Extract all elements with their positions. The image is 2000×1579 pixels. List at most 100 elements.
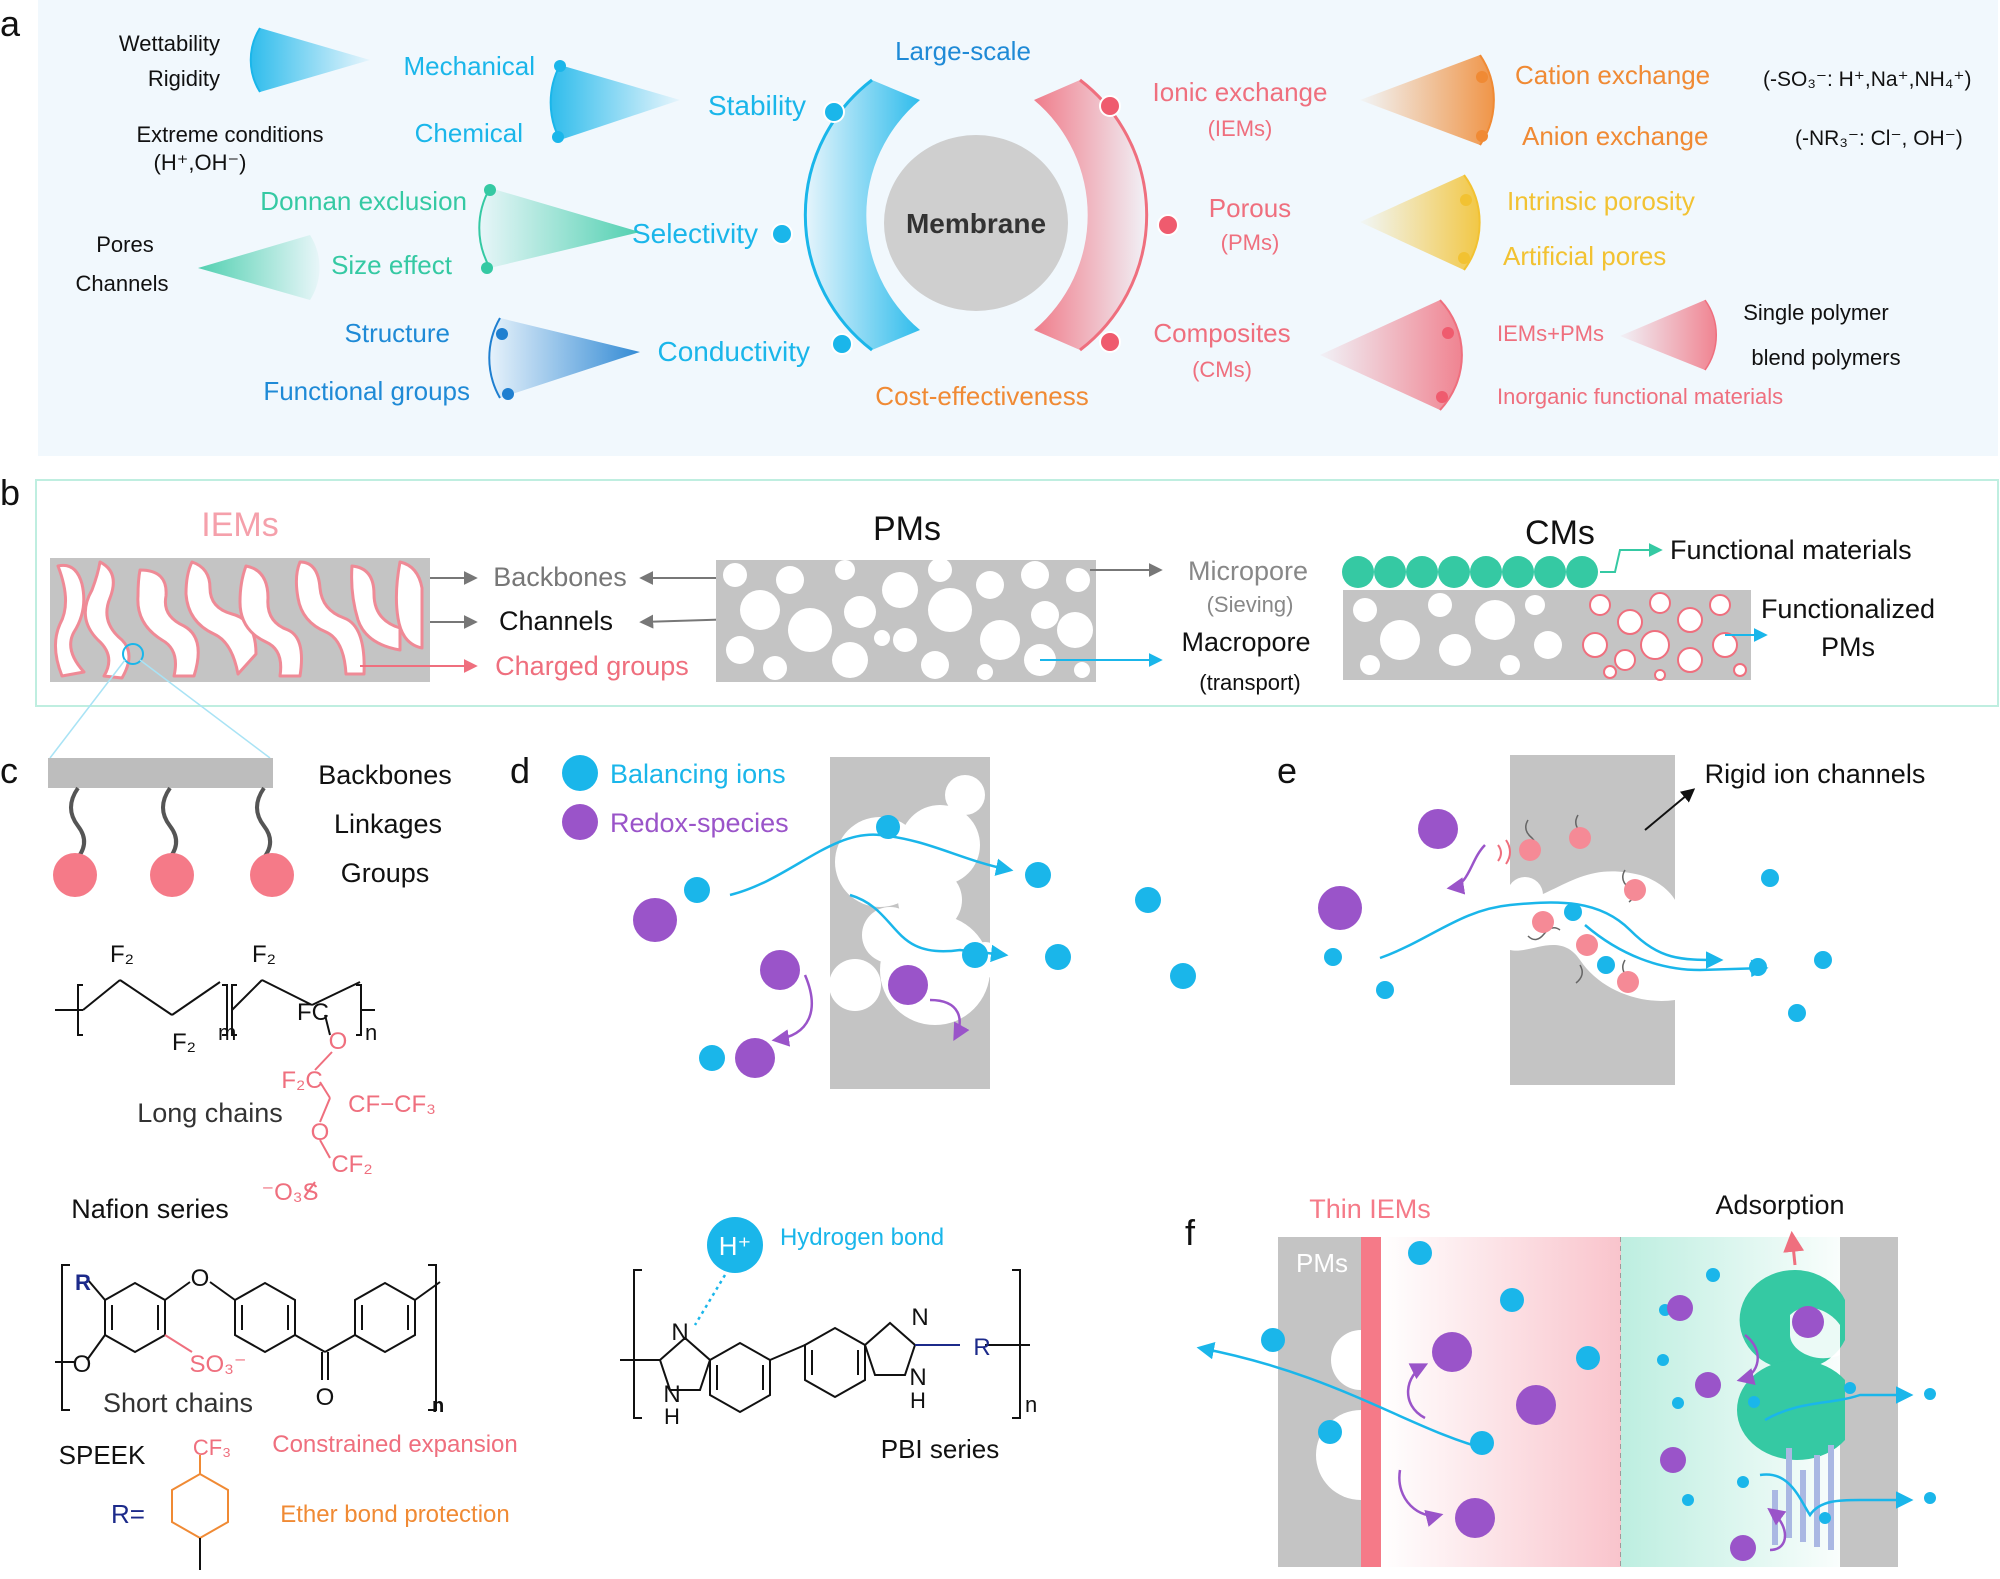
inorganic-dot bbox=[1436, 391, 1448, 403]
f-left-pms-block bbox=[1278, 1237, 1361, 1567]
speek-so3-bond bbox=[164, 1334, 193, 1353]
sieving-label: (Sieving) bbox=[1207, 592, 1294, 617]
e-repel-arrow bbox=[1446, 844, 1486, 895]
thin-iems-label: Thin IEMs bbox=[1309, 1194, 1431, 1224]
pbi-h2: H bbox=[910, 1388, 926, 1413]
e-balancing-ions bbox=[1324, 869, 1832, 1022]
long-chains-label: Long chains bbox=[137, 1098, 283, 1128]
panel-letter-a: a bbox=[0, 3, 21, 44]
composites-fan bbox=[1320, 300, 1462, 410]
size-effect-fan bbox=[198, 235, 320, 300]
iems-title: IEMs bbox=[201, 506, 278, 544]
functional-groups-dot bbox=[502, 388, 514, 400]
constrained-expansion-label: Constrained expansion bbox=[272, 1431, 518, 1458]
hub-right-crescent bbox=[1034, 80, 1147, 350]
cms-pores-plain bbox=[1353, 593, 1562, 675]
cation-ions-label: (-SO₃⁻: H⁺,Na⁺,NH₄⁺) bbox=[1763, 68, 1971, 91]
pbi-n4: N bbox=[909, 1364, 926, 1391]
selectivity-fan-edge bbox=[478, 187, 491, 269]
mechanical-dot bbox=[554, 60, 566, 72]
d-redox-species bbox=[633, 898, 928, 1078]
short-chains-label: Short chains bbox=[103, 1388, 253, 1418]
pores-label: Pores bbox=[96, 232, 153, 257]
r-cf3: CF₃ bbox=[193, 1435, 231, 1460]
mechanical-fan-edge bbox=[249, 27, 261, 93]
ion-exchange-fan bbox=[1360, 55, 1494, 145]
speek-n: n bbox=[432, 1395, 444, 1417]
speek-o2: O bbox=[73, 1351, 92, 1378]
h-plus-ion bbox=[707, 1217, 763, 1273]
e-ion-path-2 bbox=[1584, 924, 1769, 978]
anion-dot bbox=[1476, 130, 1488, 142]
pbi-n3: N bbox=[911, 1304, 928, 1331]
mechanical-fan bbox=[250, 28, 370, 92]
iems-paren-label: (IEMs) bbox=[1208, 116, 1273, 141]
backbone-bar bbox=[48, 758, 273, 788]
porosity-fan bbox=[1360, 175, 1480, 270]
intrinsic-porosity-label: Intrinsic porosity bbox=[1507, 186, 1695, 216]
charged-groups-label: Charged groups bbox=[495, 651, 689, 681]
transport-label: (transport) bbox=[1199, 670, 1300, 695]
d-redox-return-2 bbox=[929, 998, 970, 1042]
f-redox-arrow-1 bbox=[1406, 1363, 1429, 1420]
f-pink-region bbox=[1381, 1237, 1621, 1567]
wettability-label: Wettability bbox=[119, 31, 220, 56]
hub-left-crescent bbox=[805, 80, 920, 350]
speek-o1: O bbox=[191, 1265, 210, 1292]
speek-so3: SO₃⁻ bbox=[189, 1351, 246, 1378]
channels-label-b: Channels bbox=[499, 606, 613, 636]
group-3 bbox=[250, 853, 294, 897]
nafion-f2-1: F₂ bbox=[110, 941, 134, 968]
f-ion-path-left bbox=[1196, 1342, 1491, 1452]
porous-label: Porous bbox=[1209, 193, 1291, 223]
cms-title: CMs bbox=[1525, 514, 1595, 552]
f-redox-species bbox=[1432, 1295, 1824, 1561]
pbi-r: R bbox=[973, 1334, 990, 1361]
linkage-3 bbox=[255, 786, 272, 864]
nafion-f2-2: F₂ bbox=[172, 1029, 196, 1056]
donnan-label: Donnan exclusion bbox=[260, 186, 467, 216]
panel-c: c Backbones Linkages Groups F₂ bbox=[0, 659, 518, 1570]
speek-r: R bbox=[75, 1270, 91, 1295]
functionalized-label: Functionalized bbox=[1761, 594, 1935, 624]
nafion-side-chain-bonds bbox=[304, 1051, 333, 1197]
stability-node bbox=[823, 101, 845, 123]
structure-dot bbox=[496, 328, 508, 340]
cation-exchange-label: Cation exchange bbox=[1515, 60, 1710, 90]
pbi-series-label: PBI series bbox=[881, 1434, 1000, 1464]
artificial-pores-label: Artificial pores bbox=[1503, 241, 1666, 271]
pms-paren-label: (PMs) bbox=[1221, 230, 1280, 255]
iems-pms-label: IEMs+PMs bbox=[1497, 321, 1604, 346]
rigid-channels-arrow bbox=[1644, 788, 1696, 831]
group-2 bbox=[150, 853, 194, 897]
iems-channels bbox=[54, 560, 424, 680]
rigidity-label: Rigidity bbox=[148, 66, 220, 91]
f-pms-label: PMs bbox=[1296, 1248, 1348, 1278]
d-redox-return-1 bbox=[771, 974, 813, 1047]
pbi-n2: N bbox=[663, 1381, 680, 1408]
legend-balancing-dot bbox=[562, 755, 598, 791]
blend-fan-edge bbox=[1704, 299, 1718, 371]
conductivity-label: Conductivity bbox=[657, 336, 810, 367]
d-balancing-ions bbox=[684, 815, 1196, 1071]
chemical-label: Chemical bbox=[415, 118, 523, 148]
structure-label: Structure bbox=[345, 318, 451, 348]
groups-label: Groups bbox=[341, 858, 430, 888]
panel-b: b IEMs Backbones Channels Charged groups bbox=[0, 472, 1999, 707]
donnan-dot bbox=[484, 184, 496, 196]
e-redox-species bbox=[1318, 809, 1458, 930]
cms-pores-functionalized bbox=[1582, 592, 1747, 681]
size-effect-dot bbox=[481, 262, 493, 274]
nafion-series-label: Nafion series bbox=[71, 1194, 229, 1224]
panel-letter-f: f bbox=[1185, 1212, 1196, 1253]
composites-fan-edge bbox=[1439, 299, 1463, 411]
d-ion-path-2 bbox=[849, 893, 1009, 963]
selectivity-node bbox=[771, 223, 793, 245]
nafion-structure bbox=[55, 979, 375, 1036]
panel-d: d Balancing ions Redox-species H⁺ Hydrog… bbox=[510, 750, 1196, 1464]
nafion-m: m bbox=[218, 1020, 236, 1045]
iems-pms-dot bbox=[1442, 327, 1454, 339]
speek-carbonyl-o: O bbox=[316, 1384, 335, 1411]
cms-functional-materials-row bbox=[1342, 556, 1598, 588]
pbi-structure bbox=[620, 1269, 1030, 1419]
